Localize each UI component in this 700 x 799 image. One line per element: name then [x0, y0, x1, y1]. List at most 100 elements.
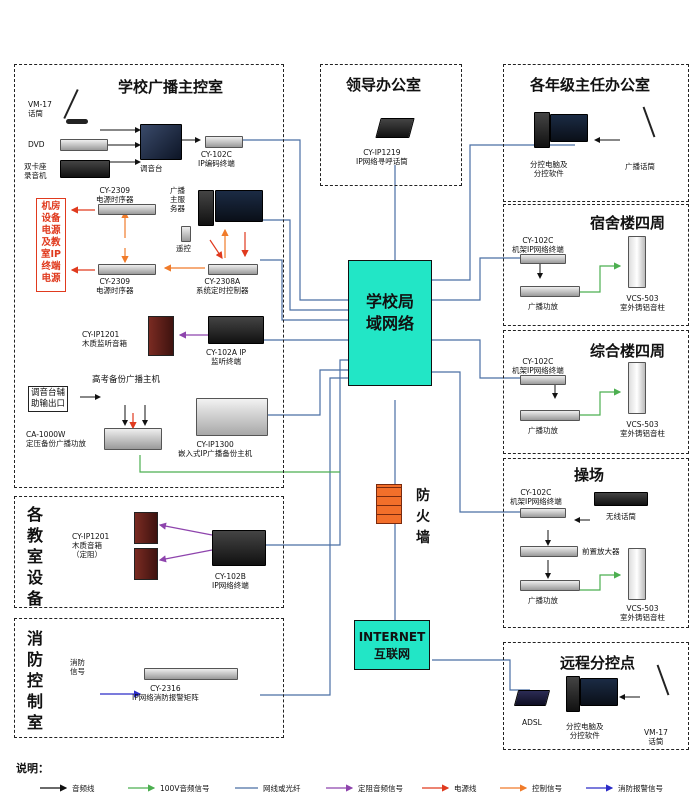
adsl-modem [513, 690, 551, 706]
zone-dorm [503, 204, 689, 326]
wireless-mic-label: 无线话筒 [606, 512, 636, 521]
cy102a-label: CY-102A IP 监听终端 [206, 348, 247, 366]
cy102a-monitor-terminal [208, 316, 264, 344]
bcast-server-tower [198, 190, 214, 226]
mixer-console [140, 124, 182, 160]
cy2316-fire-matrix [144, 668, 238, 680]
mixer-label: 调音台 [140, 164, 163, 173]
dual-deck-recorder [60, 160, 110, 178]
cy2316-label: CY-2316 IP网络消防报警矩阵 [132, 684, 199, 702]
dvd-player [60, 139, 108, 151]
zone-remote [503, 642, 689, 750]
zone-title-control-room: 学校广播主控室 [118, 78, 224, 96]
complex-terminal-label: CY-102C 机架IP网络终端 [512, 357, 564, 375]
dvd-label: DVD [28, 140, 45, 149]
legend-item-100v: 100V音频信号 [160, 784, 210, 793]
playground-terminal-label: CY-102C 机架IP网络终端 [510, 488, 562, 506]
complex-speaker-label: VCS-503 室外铸铝音柱 [620, 420, 665, 438]
dorm-speaker-label: VCS-503 室外铸铝音柱 [620, 294, 665, 312]
grade-pc-monitor [550, 114, 588, 142]
cy102b-label: CY-102B IP网络终端 [212, 572, 249, 590]
zone-playground [503, 458, 689, 628]
zone-control-room [14, 64, 284, 488]
power-note-label: 机房设备电源及教室IP终端电源 [36, 198, 66, 292]
cy102c-encoder-label: CY-102C IP编码终端 [198, 150, 235, 168]
zone-title-remote: 远程分控点 [560, 654, 636, 672]
remote-pc-label: 分控电脑及 分控软件 [566, 722, 604, 740]
complex-speaker-column [628, 362, 646, 414]
backup-host-label: 高考备份广播主机 [92, 375, 161, 385]
zone-title-fire: 消防控制室 [26, 629, 43, 732]
zone-complex [503, 330, 689, 454]
playground-amp-label: 广播功放 [528, 596, 558, 605]
playground-amplifier [520, 580, 580, 591]
dorm-amplifier [520, 286, 580, 297]
cy-ip1300-label: CY-IP1300 嵌入式IP广播备份主机 [178, 440, 253, 458]
mixer-aux-label: 调音台辅 助输出口 [28, 386, 69, 412]
cy2309-a-label: CY-2309 电源时序器 [96, 186, 134, 204]
zone-classroom [14, 496, 284, 608]
adsl-label: ADSL [522, 718, 542, 727]
zone-grade-office [503, 64, 689, 202]
mic-base [66, 119, 88, 124]
bcast-server-monitor [215, 190, 263, 222]
complex-amp-label: 广播功放 [528, 426, 558, 435]
ca1000w-amplifier [104, 428, 162, 450]
cy2309-b-label: CY-2309 电源时序器 [96, 277, 134, 295]
dorm-speaker-column [628, 236, 646, 288]
wireless-mic-receiver [594, 492, 648, 506]
campus-lan-hub: 学校局域网络 [348, 260, 432, 386]
zone-leader-office [320, 64, 462, 186]
class-speaker-2 [134, 548, 158, 580]
playground-speaker-label: VCS-503 室外铸铝音柱 [620, 604, 665, 622]
preamp-label: 前置放大器 [582, 547, 620, 556]
complex-amplifier [520, 410, 580, 421]
legend-item-fixed-impedance: 定阻音频信号 [358, 784, 403, 793]
fire-signal-label: 消防 信号 [70, 658, 85, 676]
cy102b-terminal [212, 530, 266, 566]
class-speaker-1 [134, 512, 158, 544]
zone-title-playground: 操场 [574, 466, 605, 484]
remote-control-label: 遥控 [176, 244, 191, 253]
remote-mic-label: VM-17 话筒 [644, 728, 668, 746]
legend-title: 说明： [16, 762, 49, 775]
dorm-terminal [520, 254, 566, 264]
branch-pc-label: 分控电脑及 分控软件 [530, 160, 568, 178]
legend-item-control: 控制信号 [532, 784, 562, 793]
bcast-mic-label: 广播话筒 [625, 162, 655, 171]
zone-fire [14, 618, 284, 738]
zone-title-dorm: 宿舍楼四周 [590, 214, 666, 232]
preamp [520, 546, 578, 557]
zone-title-grade-office: 各年级主任办公室 [530, 76, 651, 94]
cy102c-encoder [205, 136, 243, 148]
firewall-label: 防火墙 [416, 488, 430, 546]
cy2308a-label: CY-2308A 系统定时控制器 [196, 277, 249, 295]
zone-title-complex: 综合楼四周 [590, 342, 666, 360]
cy2309-sequencer-a [98, 204, 156, 215]
firewall-icon [376, 484, 402, 524]
cy-ip1219-paging-mic [375, 118, 415, 138]
remote-pc-tower [566, 676, 580, 712]
monitor-speaker-icon [148, 316, 174, 356]
dual-deck-label: 双卡座 录音机 [24, 162, 47, 180]
cy2308a-timer [208, 264, 258, 275]
legend-item-audio: 音频线 [72, 784, 95, 793]
legend-item-power: 电源线 [454, 784, 477, 793]
remote-control [181, 226, 191, 242]
legend-item-fire-alarm: 消防报警信号 [618, 784, 663, 793]
zone-title-leader-office: 领导办公室 [346, 76, 422, 94]
complex-terminal [520, 375, 566, 385]
zone-title-classroom: 各教室设备 [26, 505, 43, 608]
dorm-amp-label: 广播功放 [528, 302, 558, 311]
cy-ip1201-monitor-label: CY-IP1201 木质监听音箱 [82, 330, 127, 348]
campus-lan-label: 学校局域网络 [365, 292, 414, 333]
playground-speaker-column [628, 548, 646, 600]
class-speaker-label: CY-IP1201 木质音箱 （定阻） [72, 532, 110, 559]
vm17-mic-label: VM-17 话筒 [28, 100, 52, 118]
grade-pc-tower [534, 112, 550, 148]
internet-hub: INTERNET 互联网 [354, 620, 430, 670]
dorm-terminal-label: CY-102C 机架IP网络终端 [512, 236, 564, 254]
bcast-server-label: 广播 主服 务器 [170, 186, 185, 213]
cy2309-sequencer-b [98, 264, 156, 275]
